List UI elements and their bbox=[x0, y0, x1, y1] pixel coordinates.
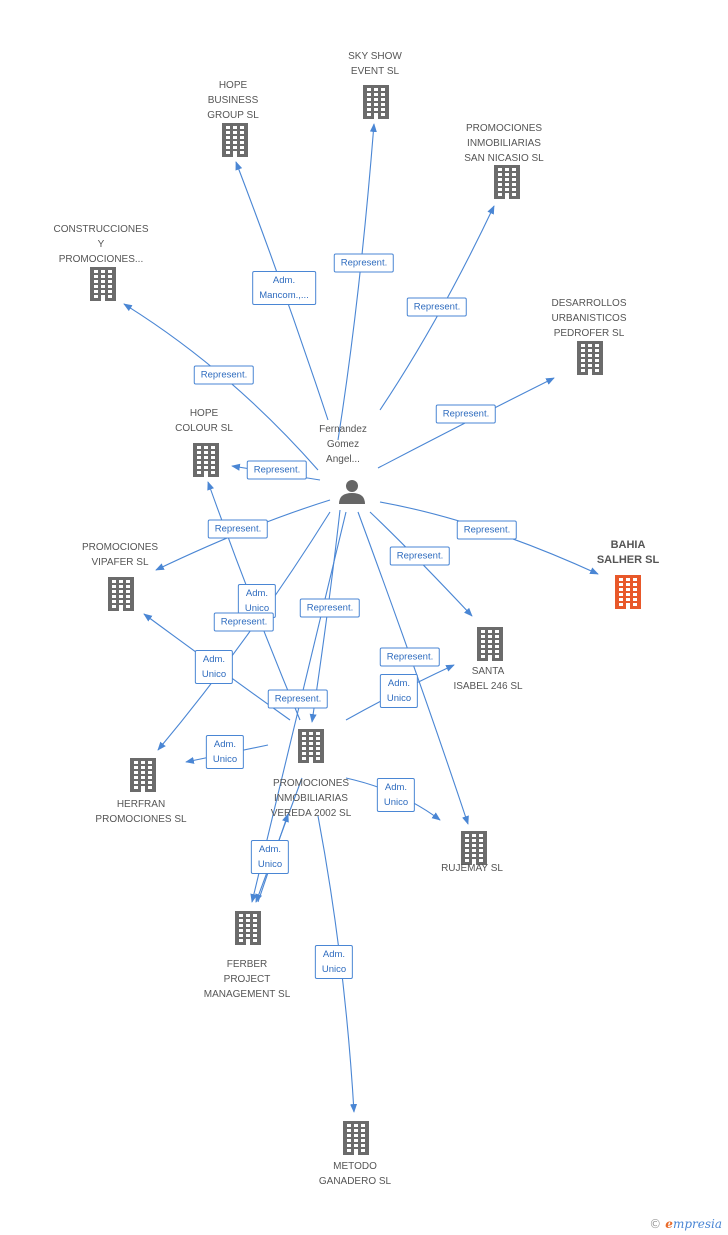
edge-fernandez-sky bbox=[337, 123, 377, 441]
building-icon-metodo[interactable] bbox=[343, 1121, 369, 1155]
person-label[interactable]: Fernandez Gomez Angel... bbox=[319, 424, 367, 465]
edge-label[interactable]: Represent. bbox=[379, 647, 441, 667]
node-label-bahia[interactable]: BAHIA SALHER SL bbox=[596, 539, 660, 566]
edge-label[interactable]: Represent. bbox=[435, 404, 497, 424]
edge-label[interactable]: Adm. Unico bbox=[250, 840, 290, 874]
node-label-metodo[interactable]: METODO GANADERO SL bbox=[318, 1161, 392, 1187]
building-icon-hope_col[interactable] bbox=[193, 443, 219, 477]
edge-label[interactable]: Adm. Unico bbox=[205, 735, 245, 769]
node-label-prom_snc[interactable]: PROMOCIONES INMOBILIARIAS SAN NICASIO SL bbox=[464, 123, 544, 164]
building-icon-herfran[interactable] bbox=[130, 758, 156, 792]
building-icon-desarr[interactable] bbox=[577, 341, 603, 375]
edge-fernandez-vereda bbox=[157, 511, 331, 751]
building-icon-sky[interactable] bbox=[363, 85, 389, 119]
edge-label[interactable]: Represent. bbox=[246, 460, 308, 480]
node-label-hope_col[interactable]: HOPE COLOUR SL bbox=[175, 408, 233, 434]
edge-label[interactable]: Represent. bbox=[333, 253, 395, 273]
node-label-sky[interactable]: SKY SHOW EVENT SL bbox=[348, 51, 402, 77]
building-icon-bahia[interactable] bbox=[615, 575, 641, 609]
building-icon-construc[interactable] bbox=[90, 267, 116, 301]
node-label-desarr[interactable]: DESARROLLOS URBANISTICOS PEDROFER SL bbox=[551, 298, 627, 339]
node-label-construc[interactable]: CONSTRUCCIONES Y PROMOCIONES... bbox=[53, 224, 149, 265]
node-label-rujemay[interactable]: RUJEMAY SL bbox=[441, 863, 503, 874]
building-icon-santa[interactable] bbox=[477, 627, 503, 661]
edge-label[interactable]: Represent. bbox=[213, 612, 275, 632]
node-label-vereda[interactable]: PROMOCIONES INMOBILIARIAS VEREDA 2002 SL bbox=[270, 778, 352, 819]
edge-label[interactable]: Represent. bbox=[406, 297, 468, 317]
edge-label[interactable]: Adm. Mancom.,... bbox=[252, 271, 316, 305]
edge-label[interactable]: Represent. bbox=[207, 519, 269, 539]
building-icon-prom_snc[interactable] bbox=[494, 165, 520, 199]
empresia-credit[interactable]: ©empresia bbox=[649, 1217, 722, 1231]
building-icon-ferber[interactable] bbox=[235, 911, 261, 945]
node-label-vipafer[interactable]: PROMOCIONES VIPAFER SL bbox=[81, 542, 159, 568]
node-label-hope_bg[interactable]: HOPE BUSINESS GROUP SL bbox=[207, 80, 259, 121]
building-icon-vipafer[interactable] bbox=[108, 577, 134, 611]
edge-label[interactable]: Adm. Unico bbox=[237, 584, 277, 618]
building-icon-vereda[interactable] bbox=[298, 729, 324, 763]
edge-label[interactable]: Represent. bbox=[456, 520, 518, 540]
edge-label[interactable]: Represent. bbox=[193, 365, 255, 385]
edge-label[interactable]: Adm. Unico bbox=[194, 650, 234, 684]
building-icon-rujemay[interactable] bbox=[461, 831, 487, 865]
edge-label[interactable]: Adm. Unico bbox=[376, 778, 416, 812]
node-label-herfran[interactable]: HERFRAN PROMOCIONES SL bbox=[95, 799, 187, 825]
building-icon-hope_bg[interactable] bbox=[222, 123, 248, 157]
edge-label[interactable]: Represent. bbox=[267, 689, 329, 709]
edge-fernandez-rujemay bbox=[357, 511, 469, 825]
edge-label[interactable]: Represent. bbox=[389, 546, 451, 566]
node-label-santa[interactable]: SANTA ISABEL 246 SL bbox=[453, 666, 523, 692]
edge-label[interactable]: Represent. bbox=[299, 598, 361, 618]
person-icon[interactable] bbox=[339, 480, 365, 504]
edge-label[interactable]: Adm. Unico bbox=[379, 674, 419, 708]
node-label-ferber[interactable]: FERBER PROJECT MANAGEMENT SL bbox=[203, 959, 291, 1000]
edge-label[interactable]: Adm. Unico bbox=[314, 945, 354, 979]
